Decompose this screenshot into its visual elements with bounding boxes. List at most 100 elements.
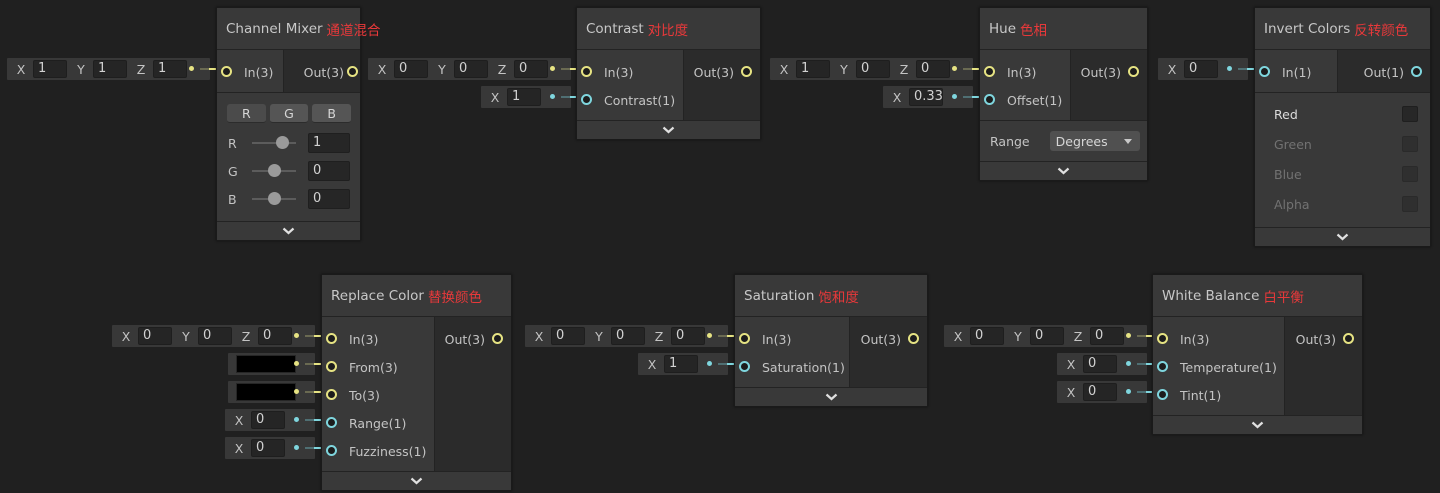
x-field[interactable]: 0 [394,60,428,78]
node-title[interactable]: Contrast 对比度 [577,8,760,50]
port-pin-icon[interactable] [984,66,995,77]
node-title[interactable]: Channel Mixer 通道混合 [217,8,381,50]
z-field[interactable]: 0 [916,60,950,78]
node-title[interactable]: Hue 色相 [980,8,1147,50]
input-port-contrast[interactable]: Contrast(1) [577,86,683,114]
input-port-range[interactable]: Range(1) [322,409,434,437]
port-pin-icon[interactable] [1157,389,1168,400]
z-field[interactable]: 0 [671,327,705,345]
input-port-tint[interactable]: Tint(1) [1153,381,1284,409]
output-port-out[interactable]: Out(3) [284,58,360,86]
input-port-to[interactable]: To(3) [322,381,434,409]
output-port-out[interactable]: Out(3) [684,58,760,86]
y-field[interactable]: 0 [198,327,232,345]
hue-node[interactable]: Hue 色相 In(3) Offset(1) Out(3) Range Degr… [979,7,1148,181]
output-port-out[interactable]: Out(3) [850,325,927,353]
collapse-button[interactable] [1153,416,1362,434]
x-field[interactable]: 0 [970,327,1004,345]
port-pin-icon[interactable] [1128,66,1139,77]
y-field[interactable]: 0 [454,60,488,78]
port-pin-icon[interactable] [347,66,358,77]
port-pin-icon[interactable] [908,333,919,344]
port-pin-icon[interactable] [1157,361,1168,372]
slider-g[interactable] [252,164,296,177]
input-port-in[interactable]: In(3) [735,325,849,353]
z-field[interactable]: 0 [514,60,548,78]
z-field[interactable]: 0 [258,327,292,345]
x-field[interactable]: 1 [664,355,698,373]
node-title[interactable]: White Balance 白平衡 [1153,275,1362,317]
port-pin-icon[interactable] [1157,333,1168,344]
z-field[interactable]: 1 [153,60,187,78]
slider-b[interactable] [252,192,296,205]
port-pin-icon[interactable] [326,361,337,372]
channel-button-b[interactable]: B [312,104,352,123]
input-port-in[interactable]: In(3) [577,58,683,86]
input-port-from[interactable]: From(3) [322,353,434,381]
saturation-node[interactable]: Saturation 饱和度 In(3) Saturation(1) Out(3… [734,274,928,407]
input-port-in[interactable]: In(3) [1153,325,1284,353]
output-port-out[interactable]: Out(3) [1285,325,1362,353]
collapse-button[interactable] [217,222,360,240]
port-pin-icon[interactable] [326,389,337,400]
x-field[interactable]: 0 [251,411,285,429]
channel-button-g[interactable]: G [269,104,309,123]
output-port-out[interactable]: Out(1) [1338,58,1430,86]
contrast-node[interactable]: Contrast 对比度 In(3) Contrast(1) Out(3) [576,7,761,140]
collapse-button[interactable] [735,388,927,406]
input-port-in[interactable]: In(1) [1255,58,1337,86]
y-field[interactable]: 0 [1030,327,1064,345]
range-dropdown[interactable]: Degrees [1049,131,1140,151]
slider-value-field[interactable]: 0 [308,161,350,181]
port-pin-icon[interactable] [739,361,750,372]
channel-button-r[interactable]: R [227,104,266,123]
x-field[interactable]: 0.33 [909,88,943,106]
replace-color-node[interactable]: Replace Color 替换颜色 In(3) From(3) To(3) R… [321,274,512,491]
y-field[interactable]: 0 [611,327,645,345]
output-port-out[interactable]: Out(3) [435,325,511,353]
x-field[interactable]: 1 [33,60,67,78]
channel-mixer-node[interactable]: Channel Mixer 通道混合 In(3) Out(3) R G B R … [216,7,381,241]
collapse-button[interactable] [322,472,511,490]
collapse-button[interactable] [980,162,1147,180]
input-port-in[interactable]: In(3) [980,58,1070,86]
x-field[interactable]: 0 [251,439,285,457]
x-field[interactable]: 0 [1184,60,1218,78]
slider-thumb[interactable] [268,164,281,177]
x-field[interactable]: 1 [507,88,541,106]
node-title[interactable]: Invert Colors 反转颜色 [1255,8,1430,50]
slider-value-field[interactable]: 1 [308,133,350,153]
x-field[interactable]: 0 [551,327,585,345]
port-pin-icon[interactable] [581,94,592,105]
port-pin-icon[interactable] [1259,66,1270,77]
y-field[interactable]: 0 [856,60,890,78]
input-port-offset[interactable]: Offset(1) [980,86,1070,114]
slider-thumb[interactable] [276,136,289,149]
to-color-swatch[interactable] [236,383,296,401]
input-port-in[interactable]: In(3) [322,325,434,353]
invert-colors-node[interactable]: Invert Colors 反转颜色 In(1) Out(1) Red Gree… [1254,7,1431,247]
x-field[interactable]: 0 [1083,355,1117,373]
x-field[interactable]: 0 [1083,383,1117,401]
white-balance-node[interactable]: White Balance 白平衡 In(3) Temperature(1) T… [1152,274,1363,435]
input-port-temperature[interactable]: Temperature(1) [1153,353,1284,381]
collapse-button[interactable] [1255,228,1430,246]
node-title[interactable]: Replace Color 替换颜色 [322,275,511,317]
port-pin-icon[interactable] [326,445,337,456]
port-pin-icon[interactable] [1343,333,1354,344]
input-port-in[interactable]: In(3) [217,58,283,86]
collapse-button[interactable] [577,121,760,139]
port-pin-icon[interactable] [984,94,995,105]
slider-value-field[interactable]: 0 [308,189,350,209]
input-port-fuzziness[interactable]: Fuzziness(1) [322,437,434,465]
port-pin-icon[interactable] [326,417,337,428]
x-field[interactable]: 1 [796,60,830,78]
port-pin-icon[interactable] [326,333,337,344]
port-pin-icon[interactable] [221,66,232,77]
y-field[interactable]: 1 [93,60,127,78]
port-pin-icon[interactable] [581,66,592,77]
input-port-saturation[interactable]: Saturation(1) [735,353,849,381]
slider-r[interactable] [252,136,296,149]
output-port-out[interactable]: Out(3) [1071,58,1147,86]
x-field[interactable]: 0 [138,327,172,345]
